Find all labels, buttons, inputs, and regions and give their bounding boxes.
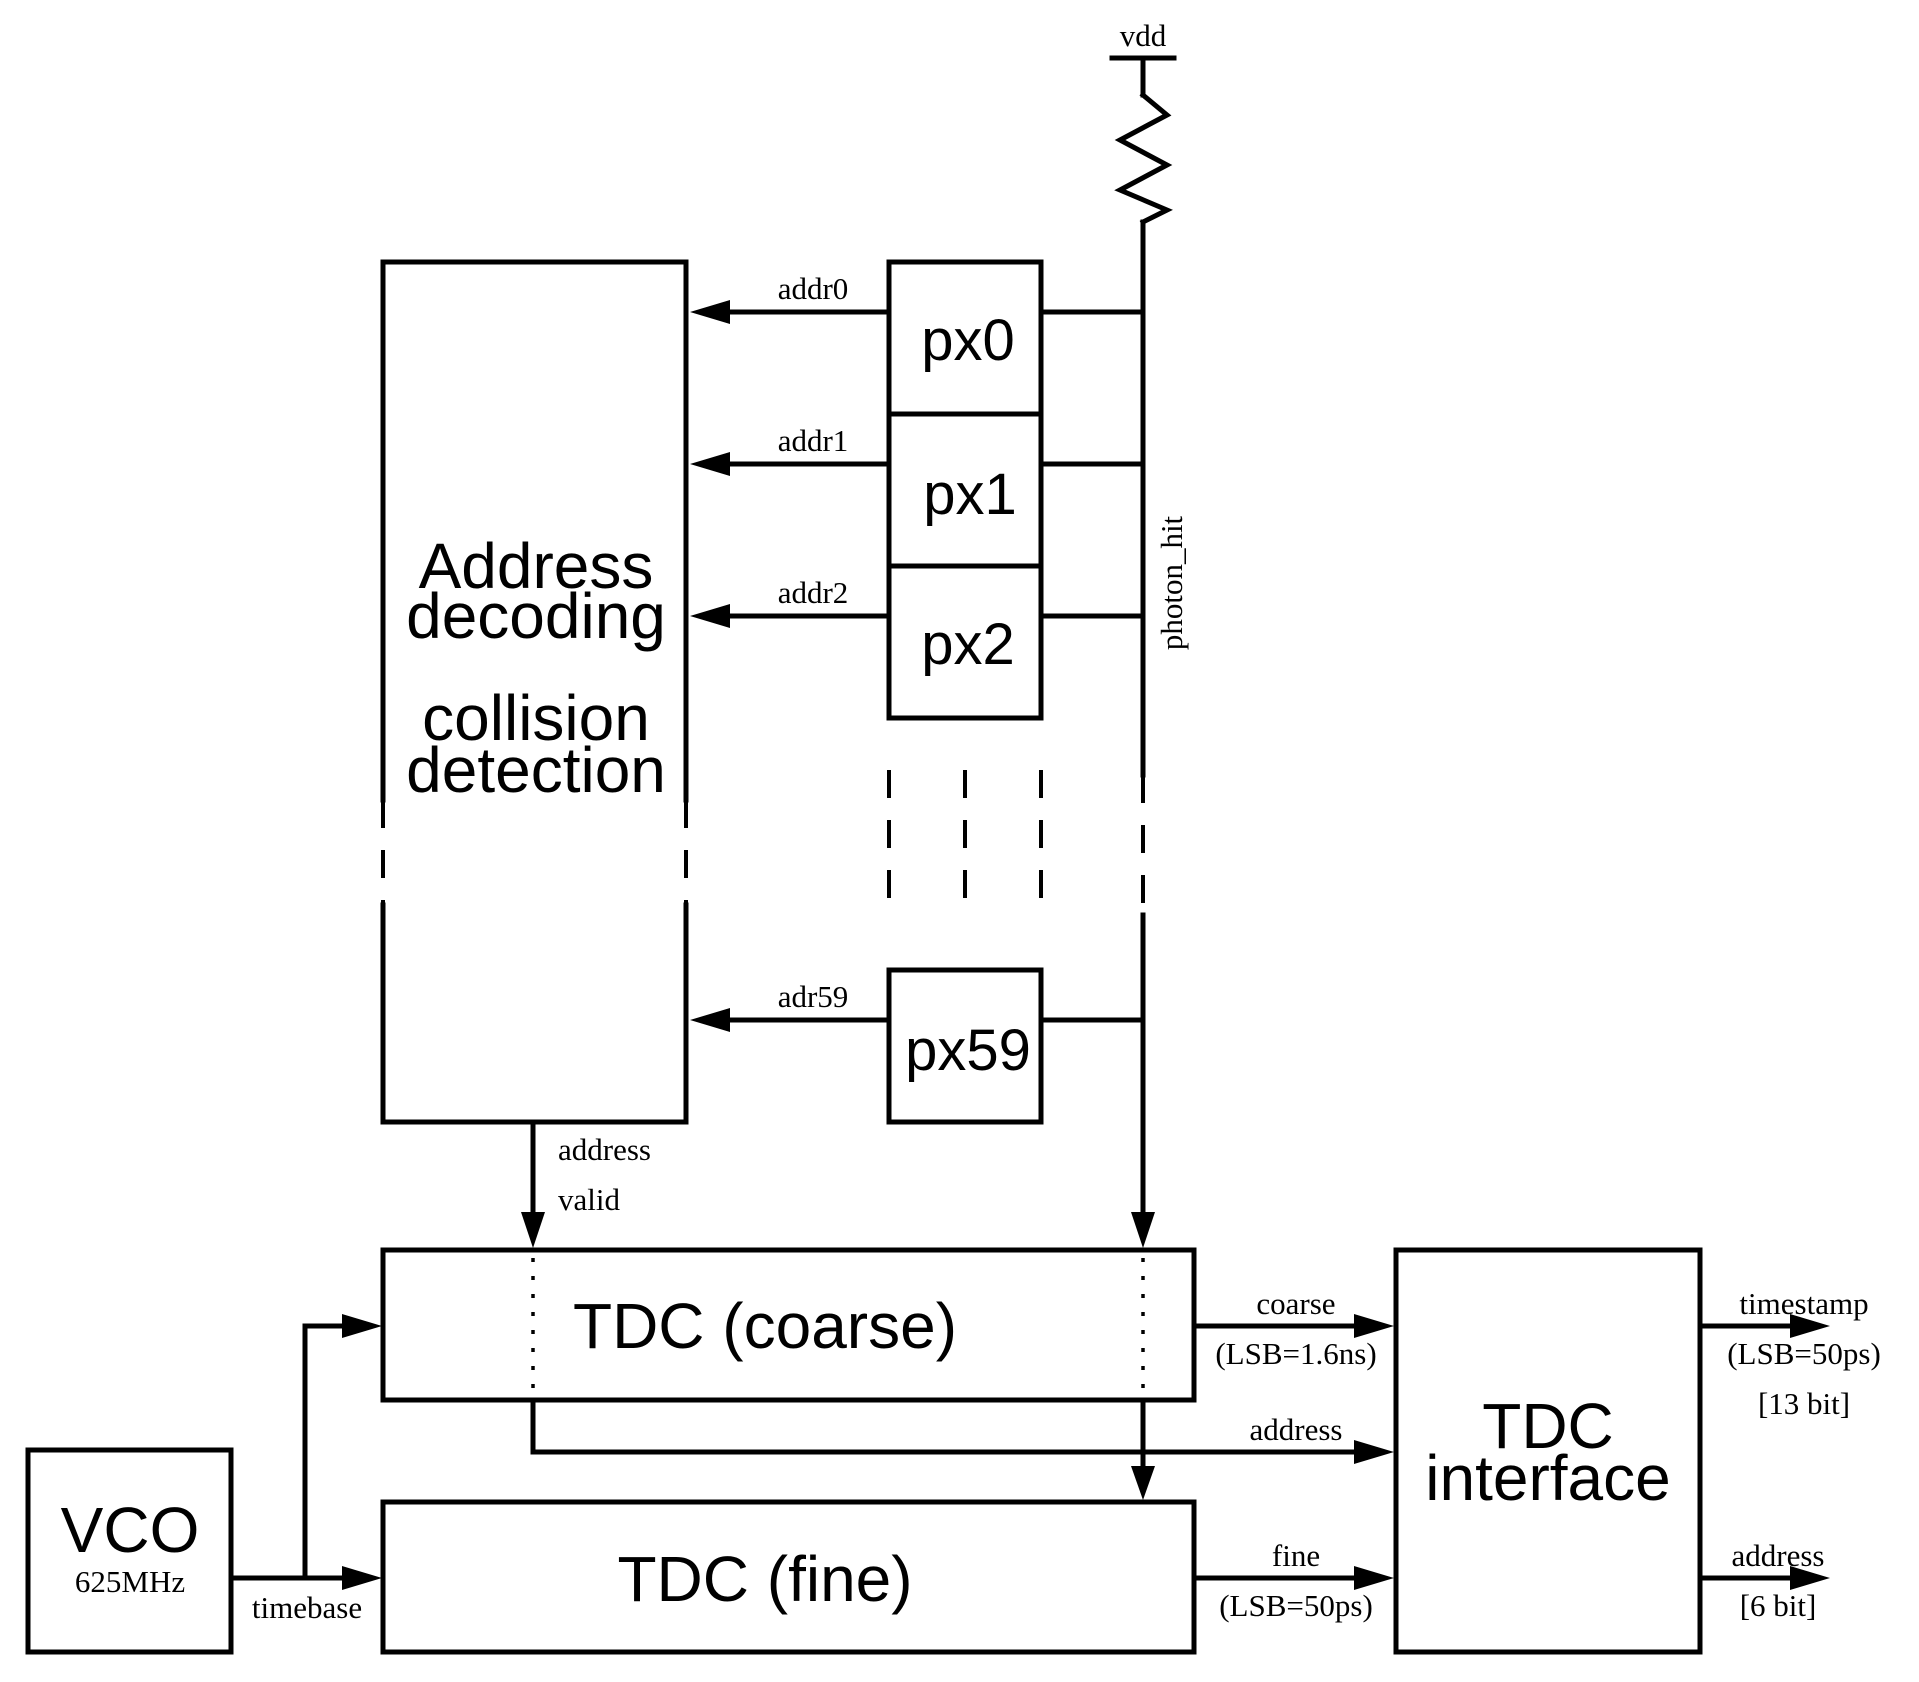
tdc-coarse: TDC (coarse) <box>380 1247 1197 1403</box>
fine-link-lsb: (LSB=50ps) <box>1219 1588 1373 1623</box>
coarse-link-lsb: (LSB=1.6ns) <box>1215 1336 1376 1371</box>
address-link-arrowhead <box>1354 1440 1394 1464</box>
coarse-link-label: coarse <box>1256 1286 1335 1321</box>
adr59-label: adr59 <box>778 979 849 1014</box>
decoder-output: address valid <box>521 1119 651 1248</box>
address-output-label: address <box>1732 1538 1825 1573</box>
addr0-arrowhead <box>690 300 730 324</box>
decoder-title-line4: detection <box>406 734 666 806</box>
photon-hit-arrowhead <box>1131 1212 1155 1248</box>
vdd-label: vdd <box>1120 18 1167 53</box>
photon-hit-to-fine-arrowhead <box>1131 1466 1155 1500</box>
address-link: address <box>530 1397 1394 1464</box>
tdc-interface: TDC interface <box>1393 1247 1703 1655</box>
vco-frequency: 625MHz <box>75 1564 185 1599</box>
pixel-px2-label: px2 <box>921 612 1015 677</box>
tdc-coarse-label: TDC (coarse) <box>573 1290 957 1362</box>
decoder-title-line1: Address <box>419 530 654 602</box>
tdc-interface-box <box>1393 1247 1703 1655</box>
timestamp-output-label: timestamp <box>1739 1286 1868 1321</box>
addr2-arrowhead <box>690 604 730 628</box>
vco-label: VCO <box>61 1494 200 1566</box>
address-valid-arrowhead <box>521 1212 545 1248</box>
addr2-label: addr2 <box>778 575 849 610</box>
addr1-arrowhead <box>690 452 730 476</box>
tdc-fine-label: TDC (fine) <box>617 1543 912 1615</box>
timebase-label: timebase <box>252 1590 362 1625</box>
pixel-px2 <box>886 563 1044 721</box>
timestamp-output-lsb: (LSB=50ps) <box>1727 1336 1881 1371</box>
timebase-routing: timebase <box>228 1314 382 1625</box>
fine-link: fine (LSB=50ps) <box>1191 1538 1394 1623</box>
addr1-label: addr1 <box>778 423 849 458</box>
coarse-link-arrowhead <box>1354 1314 1394 1338</box>
fine-link-arrowhead <box>1354 1566 1394 1590</box>
address-output-width: [6 bit] <box>1740 1588 1817 1623</box>
address-link-line <box>530 1397 1365 1455</box>
pixel-px0 <box>886 259 1044 417</box>
address-link-label: address <box>1250 1412 1343 1447</box>
pixel-px0-label: px0 <box>921 308 1015 373</box>
tdc-interface-title-line2: interface <box>1425 1442 1670 1514</box>
timebase-coarse-arrowhead <box>342 1314 382 1338</box>
supply-rail: vdd photon_hit <box>1109 18 1189 1248</box>
adr59-arrowhead <box>690 1008 730 1032</box>
tdc-coarse-box <box>380 1247 1197 1403</box>
decoder-title-line3: collision <box>422 682 650 754</box>
decoder-valid-label: valid <box>558 1182 620 1217</box>
tdc-fine: TDC (fine) <box>380 1499 1197 1655</box>
photon-hit-label: photon_hit <box>1154 515 1189 650</box>
tdc-fine-box <box>380 1499 1197 1655</box>
vco: VCO 625MHz <box>25 1447 234 1655</box>
pixel-column: px0 addr0 px1 addr1 px2 addr2 px59 adr59 <box>690 259 1146 1125</box>
timestamp-output: timestamp (LSB=50ps) [13 bit] <box>1697 1286 1881 1421</box>
timebase-fine-arrowhead <box>342 1566 382 1590</box>
address-output-arrowhead <box>1790 1566 1830 1590</box>
timestamp-output-width: [13 bit] <box>1758 1386 1850 1421</box>
pixel-px59-label: px59 <box>905 1018 1031 1083</box>
coarse-link: coarse (LSB=1.6ns) <box>1191 1286 1394 1371</box>
address-output: address [6 bit] <box>1697 1538 1830 1623</box>
decoder-address-label: address <box>558 1132 651 1167</box>
resistor-symbol <box>1114 91 1173 226</box>
fine-link-label: fine <box>1272 1538 1320 1573</box>
addr0-label: addr0 <box>778 271 849 306</box>
timestamp-output-arrowhead <box>1790 1314 1830 1338</box>
pixel-px59 <box>886 967 1044 1125</box>
address-decoder: Address decoding collision detection <box>380 259 689 1125</box>
timebase-coarse-branch <box>302 1323 353 1581</box>
vco-box <box>25 1447 234 1655</box>
decoder-title-line2: decoding <box>406 580 666 652</box>
pixel-px1-label: px1 <box>923 462 1017 527</box>
tdc-interface-title-line1: TDC <box>1482 1390 1614 1462</box>
